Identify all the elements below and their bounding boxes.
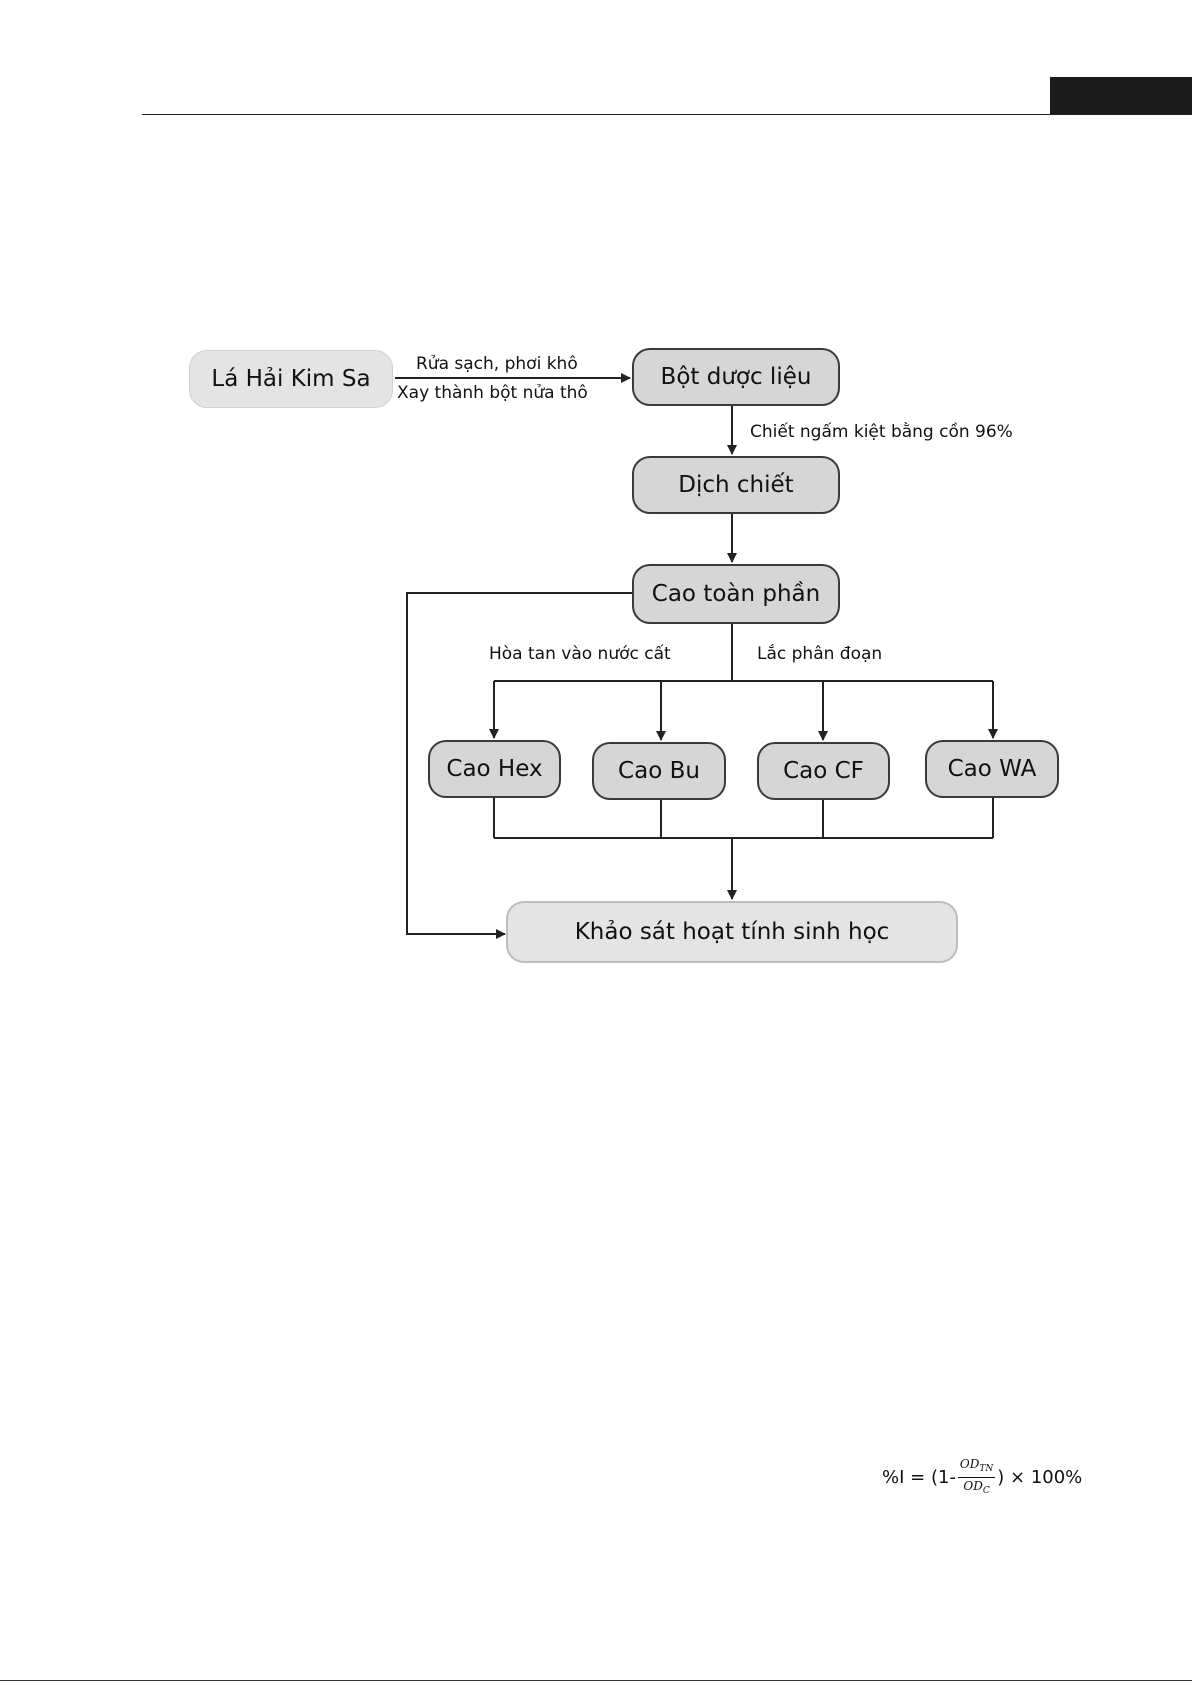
formula-denominator: ODC	[961, 1478, 991, 1499]
label-wash-dry: Rửa sạch, phơi khô	[416, 354, 578, 374]
formula-rhs: ) × 100%	[997, 1467, 1082, 1488]
node-total-extract: Cao toàn phần	[632, 564, 840, 624]
label-macerate: Chiết ngấm kiệt bằng cồn 96%	[750, 422, 1013, 442]
node-powder: Bột dược liệu	[632, 348, 840, 406]
footer-rule	[0, 1680, 1192, 1681]
node-cf: Cao CF	[757, 742, 890, 800]
node-bu: Cao Bu	[592, 742, 726, 800]
formula-lhs: %I = (1-	[882, 1467, 956, 1488]
formula-numerator: ODTN	[958, 1456, 995, 1478]
label-dissolve: Hòa tan vào nước cất	[489, 644, 671, 664]
node-wa: Cao WA	[925, 740, 1059, 798]
node-extract: Dịch chiết	[632, 456, 840, 514]
node-bioactivity: Khảo sát hoạt tính sinh học	[506, 901, 958, 963]
node-leaf: Lá Hải Kim Sa	[189, 350, 393, 408]
inhibition-formula: %I = (1- ODTN ODC ) × 100%	[882, 1452, 1082, 1502]
node-hex: Cao Hex	[428, 740, 561, 798]
label-grind: Xay thành bột nửa thô	[397, 383, 588, 403]
formula-fraction: ODTN ODC	[958, 1456, 995, 1499]
label-partition: Lắc phân đoạn	[757, 644, 882, 664]
